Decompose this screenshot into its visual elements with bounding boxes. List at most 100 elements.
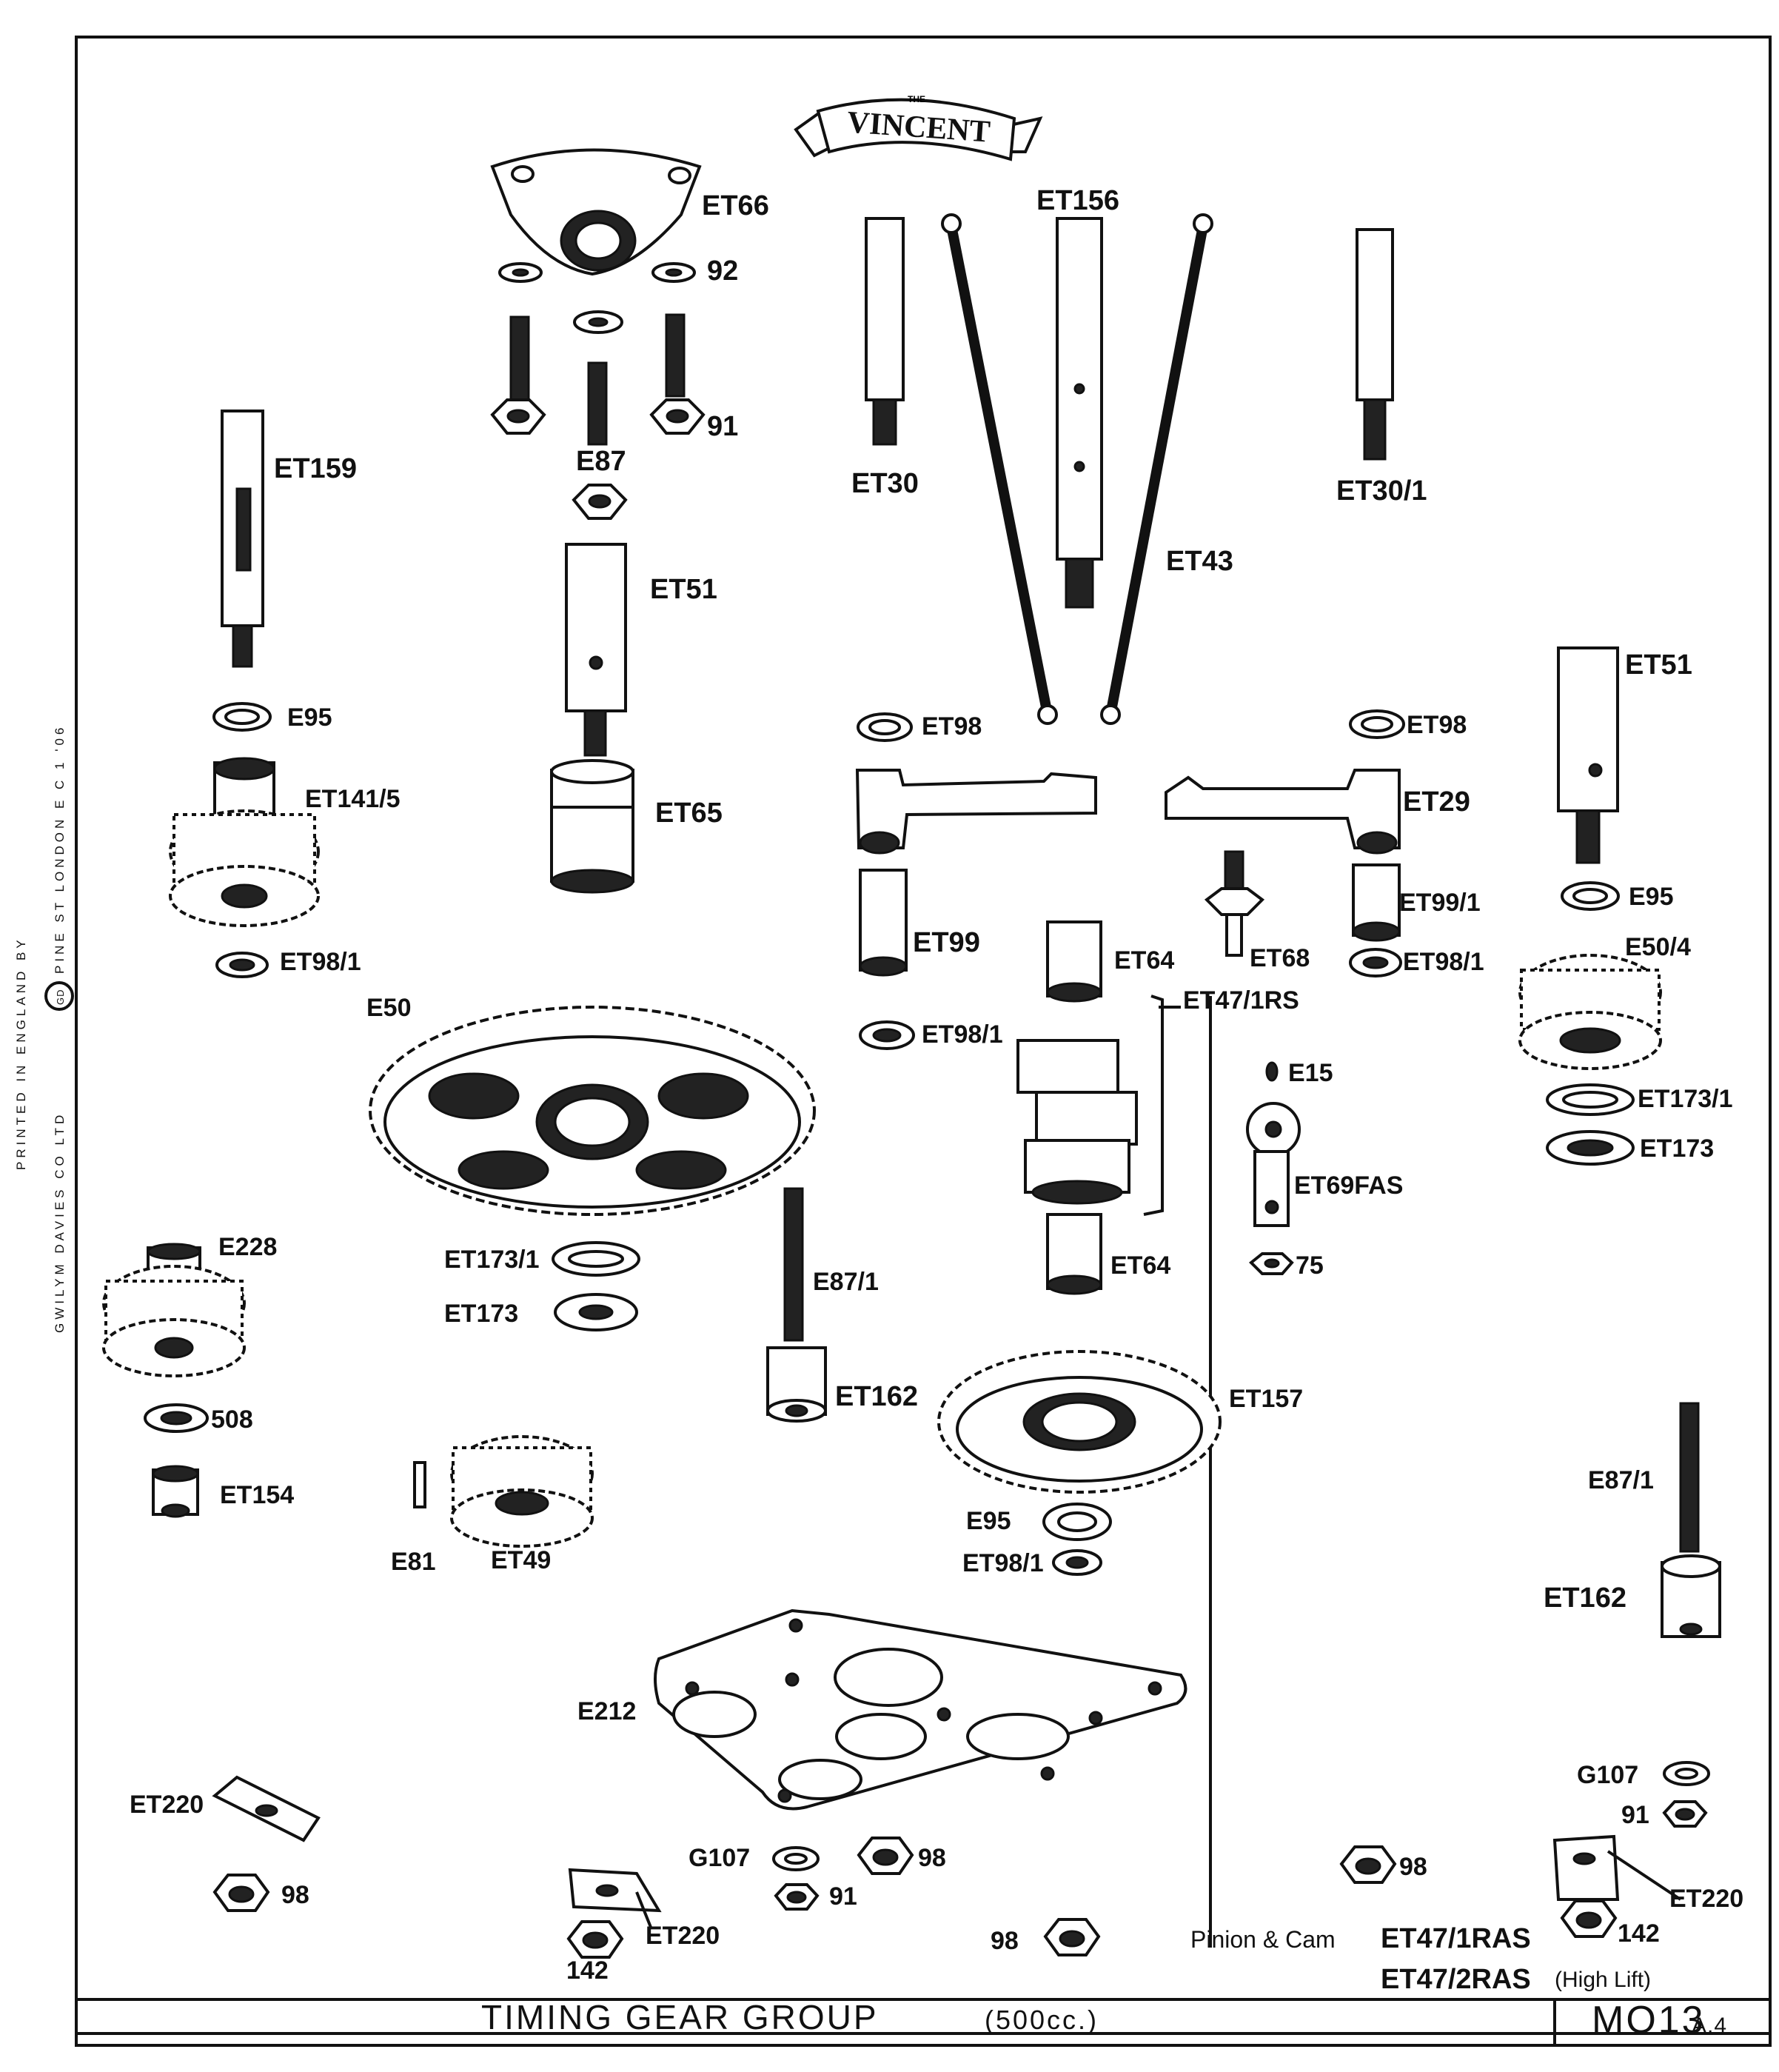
label-et99-1: ET99/1 (1399, 889, 1481, 917)
label-et99: ET99 (913, 927, 980, 958)
label-et220-left: ET220 (130, 1791, 204, 1819)
label-et51: ET51 (650, 574, 717, 605)
pushrod-icon (941, 213, 1213, 725)
shaft-et156 (1056, 217, 1103, 609)
label-et51-right: ET51 (1625, 649, 1692, 681)
brand-top: THE (908, 94, 925, 104)
side-imprint: PRINTED IN ENGLAND BY (14, 936, 28, 1170)
label-142-center: 142 (566, 1956, 609, 1985)
gd-logo-text: GD (55, 989, 66, 1006)
note-code-2: ET47/2RAS (1381, 1964, 1531, 1995)
label-et98-1-left: ET98/1 (280, 948, 361, 976)
label-98-right: 98 (1399, 1853, 1427, 1881)
drawing-frame (75, 36, 1772, 2047)
label-et141-5: ET141/5 (305, 785, 401, 813)
shaft-et30-1 (1356, 228, 1394, 461)
label-g107-center: G107 (689, 1844, 750, 1872)
sleeve-et99-1 (1352, 863, 1401, 942)
washer-et173-right (1546, 1083, 1635, 1166)
sleeve-et64 (1046, 920, 1102, 1295)
label-et156: ET156 (1036, 185, 1119, 216)
label-e50: E50 (366, 994, 412, 1022)
label-e50-4: E50/4 (1625, 933, 1691, 961)
label-et162-right: ET162 (1544, 1583, 1626, 1614)
part-labels: ET66 92 91 E87 ET156 ET30 ET43 ET30/1 ET… (130, 185, 1743, 1985)
label-et98-1-lower: ET98/1 (962, 1549, 1044, 1577)
washer-e95-center (1042, 1503, 1112, 1576)
label-et162: ET162 (835, 1381, 918, 1412)
label-et30-1: ET30/1 (1336, 475, 1427, 507)
spacer-et162 (766, 1346, 827, 1423)
gear-et157 (937, 1350, 1222, 1494)
washer-508 (144, 1403, 209, 1433)
stud-e87-1-right (1679, 1402, 1700, 1553)
label-et159: ET159 (274, 453, 357, 484)
label-142-right: 142 (1618, 1919, 1660, 1948)
pin-e15 (1265, 1061, 1279, 1082)
label-e95-right: E95 (1629, 883, 1674, 911)
label-91: 91 (707, 411, 738, 442)
label-et173-1-left: ET173/1 (444, 1246, 540, 1274)
washer-e95-right (1561, 881, 1620, 911)
nut-icon-row (212, 1800, 1708, 1959)
bracket-et66 (490, 148, 702, 276)
rocker-icon (855, 769, 1401, 855)
adjuster-et68 (1204, 850, 1265, 957)
imprint-line-2: GWILYM DAVIES CO LTD (53, 1112, 67, 1333)
note-code-1: ET47/1RAS (1381, 1923, 1531, 1954)
nut-75 (1249, 1252, 1294, 1275)
title-block: TIMING GEAR GROUP (500cc.) MO13 A.4 (481, 1998, 1727, 2042)
label-98-bottom: 98 (991, 1927, 1019, 1955)
note-pinion-cam: Pinion & Cam (1190, 1926, 1336, 1953)
stud-icon (509, 313, 686, 446)
shaft-et30 (865, 217, 905, 446)
lever-et69fas (1246, 1102, 1301, 1227)
label-98-center: 98 (918, 1844, 946, 1872)
label-e212: E212 (577, 1697, 636, 1725)
tab-washer-et220 (212, 1775, 1620, 1913)
sleeve-et51-right (1557, 646, 1619, 864)
washer-et98-1 (859, 948, 1402, 1050)
label-et173-left: ET173 (444, 1300, 518, 1328)
label-e95-center: E95 (966, 1507, 1011, 1535)
label-et66: ET66 (702, 190, 769, 221)
spacer-et162-right (1661, 1554, 1721, 1638)
label-et173-right: ET173 (1640, 1134, 1714, 1163)
nut-et154 (152, 1465, 199, 1518)
gear-et49 (450, 1435, 594, 1548)
drawing-code-suffix: A.4 (1692, 2013, 1727, 2038)
washer-e95-left (212, 702, 272, 732)
logo-banner-icon: THE VINCENT (794, 94, 1043, 161)
washer-et173-left (552, 1241, 640, 1331)
washer-g107 (772, 1761, 1710, 1871)
cam-et47-1rs (1016, 1039, 1138, 1205)
group-bracket-et47 (1143, 995, 1164, 1216)
plate-icon (654, 1608, 1187, 1811)
label-e15: E15 (1288, 1059, 1333, 1087)
label-98-left: 98 (281, 1881, 309, 1909)
pinion-cam-note: Pinion & Cam ET47/1RAS ET47/2RAS (High L… (1190, 1923, 1651, 1995)
stud-e87-1 (783, 1187, 804, 1342)
washer-icon (498, 262, 696, 334)
label-91-right: 91 (1621, 1801, 1649, 1829)
label-75: 75 (1296, 1251, 1324, 1280)
gear-e50-4 (1518, 954, 1662, 1070)
label-et173-1-right: ET173/1 (1638, 1085, 1733, 1113)
note-high-lift: (High Lift) (1555, 1968, 1651, 1992)
label-e95-left: E95 (287, 704, 332, 732)
label-et154: ET154 (220, 1481, 294, 1509)
imprint-line-3: PINE ST LONDON E C 1 '06 (53, 724, 67, 974)
sleeve-et51 (565, 543, 627, 757)
gear-et141-5 (169, 757, 320, 927)
gd-logo-icon (44, 981, 74, 1011)
washer-et98-1-left (215, 952, 269, 978)
pin-e81 (413, 1461, 426, 1508)
label-et64-bottom: ET64 (1110, 1251, 1170, 1280)
side-imprint-2: GWILYM DAVIES CO LTD GD PINE ST LONDON E… (44, 724, 74, 1333)
label-e87: E87 (576, 446, 626, 477)
sleeve-et65 (550, 759, 634, 894)
label-et220-right: ET220 (1669, 1885, 1743, 1913)
gear-e50 (369, 1006, 816, 1216)
shaft-et159 (221, 410, 264, 668)
